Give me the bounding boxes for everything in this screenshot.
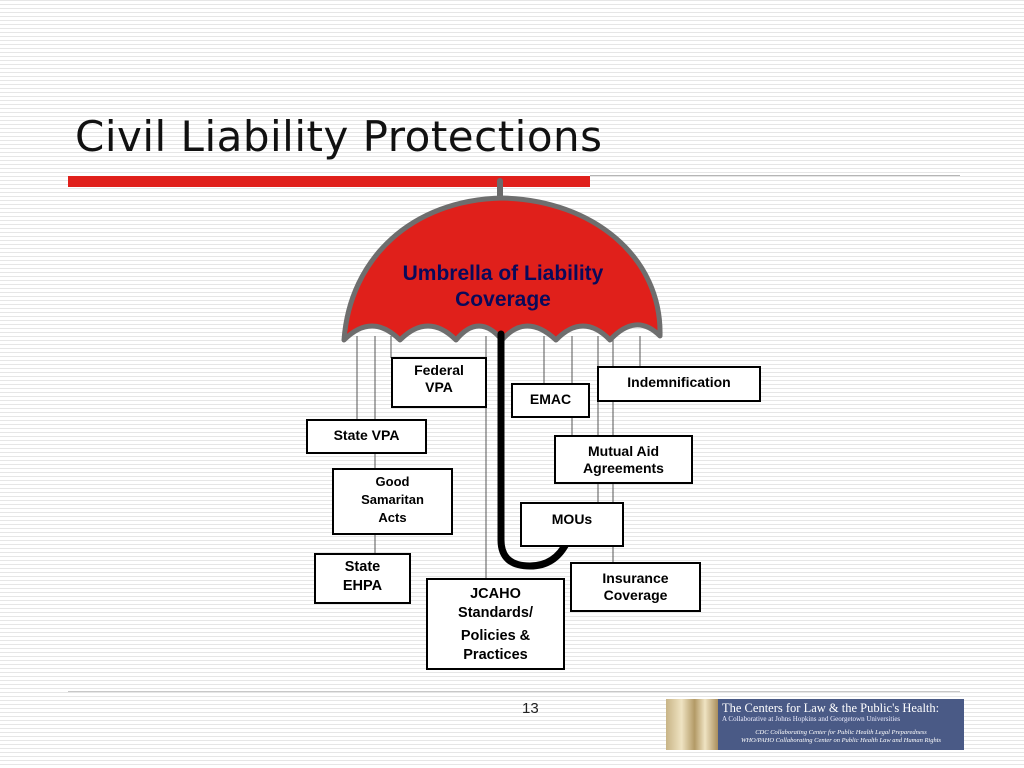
box-mutual-aid: Mutual Aid Agreements (554, 435, 693, 484)
jcaho-line4: Practices (463, 647, 528, 663)
emac-line1: EMAC (529, 391, 572, 407)
good-samaritan-line3: Acts (378, 510, 407, 525)
state-vpa-line1: State VPA (333, 427, 400, 443)
footer-divider (68, 691, 960, 692)
logo-line2: A Collaborative at Johns Hopkins and Geo… (722, 715, 901, 723)
box-mous: MOUs (520, 502, 624, 547)
mous-line1: MOUs (551, 511, 593, 527)
box-insurance: Insurance Coverage (570, 562, 701, 612)
mutual-aid-line1: Mutual Aid (587, 443, 660, 459)
logo-line3: CDC Collaborating Center for Public Heal… (755, 729, 927, 736)
centers-logo: The Centers for Law & the Public's Healt… (666, 699, 964, 750)
umbrella-label-line2: Coverage (455, 288, 551, 311)
slide-title: Civil Liability Protections (75, 112, 603, 161)
box-federal-vpa: Federal VPA (391, 357, 487, 408)
federal-vpa-line2: VPA (425, 379, 453, 395)
title-underline-gray (590, 175, 960, 176)
indemnification-line1: Indemnification (627, 374, 731, 390)
federal-vpa-line1: Federal (414, 362, 464, 378)
box-state-ehpa: State EHPA (314, 553, 411, 604)
jcaho-line3: Policies & (460, 628, 531, 644)
good-samaritan-line2: Samaritan (361, 492, 424, 507)
box-good-samaritan: Good Samaritan Acts (332, 468, 453, 535)
umbrella-label-line1: Umbrella of Liability (403, 262, 604, 285)
page-number: 13 (522, 700, 539, 717)
jcaho-line2: Standards/ (458, 605, 533, 621)
logo-line1: The Centers for Law & the Public's Healt… (722, 701, 940, 715)
mutual-aid-line2: Agreements (583, 460, 664, 476)
column-icon (666, 699, 718, 750)
state-ehpa-line1: State (344, 559, 381, 575)
state-ehpa-line2: EHPA (342, 578, 383, 594)
jcaho-line1: JCAHO (470, 586, 521, 602)
insurance-line2: Coverage (603, 587, 668, 603)
insurance-line1: Insurance (602, 570, 669, 586)
box-indemnification: Indemnification (597, 366, 761, 402)
logo-line4: WHO/PAHO Collaborating Center on Public … (740, 737, 942, 744)
logo-text: The Centers for Law & the Public's Healt… (718, 699, 964, 750)
umbrella-handle (497, 330, 571, 570)
box-jcaho: JCAHO Standards/ Policies & Practices (426, 578, 565, 670)
box-state-vpa: State VPA (306, 419, 427, 454)
good-samaritan-line1: Good (375, 474, 410, 489)
title-underline-red (68, 176, 590, 187)
box-emac: EMAC (511, 383, 590, 418)
